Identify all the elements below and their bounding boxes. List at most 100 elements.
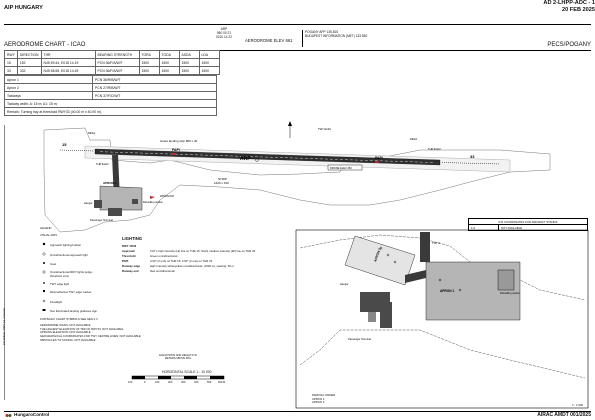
left-margin-rule	[4, 125, 5, 400]
drone-elev-box	[327, 164, 363, 171]
hungarocontrol-logo-icon	[5, 414, 12, 417]
table-row: 33 332 N45 58.55, E018 14.49 PCN 36/F/A/…	[4, 66, 220, 75]
terminal-label: Passenger Terminal	[90, 218, 113, 222]
cell: 1500	[198, 66, 220, 75]
legend-item: Approach lighting/marker	[50, 243, 82, 247]
scale-tick: 400	[194, 381, 199, 384]
inset-apron-1-label: APRON 1	[440, 289, 454, 293]
lighting-value: CAT 1 high intensity (HI) line on THR 15…	[150, 249, 256, 253]
footer-amendment: AIRAC AMDT 001/2025	[537, 412, 591, 418]
footer-rule	[4, 411, 591, 412]
passenger-terminal	[108, 208, 122, 216]
refuelling-station	[132, 199, 138, 204]
parking-row: APRON 2	[312, 400, 325, 405]
lighting-key: Approach	[122, 249, 136, 253]
inset-scale: 1 : 2 000	[572, 403, 583, 407]
runway-table: RWY DIRECTION THR BEARING STRENGTH TORA …	[4, 50, 220, 75]
apron-1-label: APRON 1	[103, 181, 117, 185]
lighting-key: Runway edge	[122, 264, 141, 268]
remark-line: THE HIGHEST ELEVATION OF TDZ OF RWY33: N…	[40, 326, 124, 331]
frequency-row: POGANY APP 135.815	[305, 30, 339, 34]
title-rule	[4, 50, 591, 51]
cell: Remark: Turning bay at threshold RWY33 (…	[4, 107, 217, 116]
chart-date: 20 FEB 2025	[562, 6, 595, 13]
windsock-label: WINDSOCK	[160, 194, 175, 198]
inset-hangar-label: Hangar	[340, 282, 349, 286]
resa-label: RESA	[410, 137, 417, 141]
remark-line: GEOGRAPHICAL COORDINATES FOR TWY CENTRE …	[40, 334, 141, 339]
scale-tick: 100	[155, 381, 160, 384]
lighting-key: Runway end	[122, 269, 139, 273]
lighting-value: Red omnidirectional	[150, 269, 175, 273]
windsock-symbol	[150, 196, 155, 199]
parking-order: PARKING ORDER APRON 1 APRON 2	[312, 393, 336, 405]
lighting-value: Green omnidirectional	[150, 254, 178, 258]
legend-item: Inset	[50, 262, 57, 266]
papi-15-label: PAPI	[172, 148, 180, 152]
aip-title: AIP HUNGARY	[4, 5, 43, 11]
legend-title: LEGEND	[40, 226, 52, 230]
arp-box-lat: 560 00 21	[216, 30, 232, 35]
inset-terminal-label: Passenger Terminal	[348, 337, 371, 341]
frequency-row: BUDAPEST INFORMATION (MET) 133.550	[305, 34, 368, 39]
lighting-title: LIGHTING	[122, 236, 143, 241]
scale-tick: 300	[181, 381, 186, 384]
papi-15	[172, 153, 176, 155]
chart-code: AD 2-LHPP-ADC - 1	[543, 0, 595, 6]
hangar-label: Hangar	[84, 201, 93, 205]
drone-elev-label: DRONE ELEV 252	[330, 166, 352, 170]
runway-33-label: 33	[470, 154, 475, 159]
legend-item: Retroreflective TWY edge marker	[50, 290, 92, 294]
table-row: 15 152 N45 59.44, E018 14.19 PCN 36/F/A/…	[4, 58, 220, 67]
parking-row: APRON 1	[312, 396, 325, 401]
thr-elev-label: THR ELEV	[96, 162, 109, 166]
legend-subtitle: VISUAL AIDS	[40, 233, 57, 237]
inset-refuel-label: Refuelling station	[500, 291, 520, 295]
legend-item: Non illuminated landing guidance sign	[50, 309, 98, 313]
north-arrow	[288, 121, 292, 138]
inset-apron-2-label: APRON 2	[373, 247, 382, 262]
lighting-value: High intensity white/yellow omnidirectio…	[150, 264, 234, 268]
parking-title: PARKING ORDER	[312, 393, 336, 397]
arp-label: ARP	[240, 156, 251, 162]
papi-33	[375, 161, 379, 163]
remark-line: OBSTACLES TO TAXIING: NOT AVAILABLE	[40, 337, 96, 342]
legend-item: Omnidirectional RWY lights (edge, thresh…	[50, 270, 93, 278]
header-rule	[4, 24, 591, 25]
lighting-key: PAPI	[122, 259, 129, 263]
remark-line: APRONS ELEVATION: NOT AVAILABLE	[40, 330, 91, 335]
lighting-value: 3.00° (2 unit) on THR 15; 3.00° (2 unit)…	[150, 259, 213, 263]
arp-coordinates-box: ARP 560 00 21 0210 14 22	[210, 27, 238, 40]
elevation-note: ELEVATIONS AND HEIGHTS IN METERS ABOVE M…	[159, 354, 197, 361]
refuel-label: Refuelling station	[143, 200, 163, 204]
legend-symbols	[42, 242, 46, 311]
legend-item: Floodlight	[50, 300, 63, 304]
lighting-key: Threshold	[122, 254, 136, 258]
aerodrome-name: PECS/POGANY	[547, 42, 591, 48]
scale-tick: 0	[144, 381, 146, 384]
papi-33-label: PAPI	[375, 156, 383, 160]
approach-lights-33	[441, 162, 501, 165]
aerodrome-boundary	[43, 127, 551, 233]
scale-tick: 600 M	[218, 381, 226, 384]
arp-box-label: ARP	[220, 27, 228, 31]
legend-item: TWY edge light	[50, 282, 70, 286]
arp-marker	[255, 158, 259, 162]
twy-elev-label: TWY ELEV	[318, 127, 331, 131]
scale-tick: 500	[207, 381, 212, 384]
scale-tick: 100	[128, 381, 133, 384]
strip-dims-label: 1620 x 150	[214, 181, 229, 185]
approach-lights-15	[59, 149, 95, 152]
cell: NOT AVAILABLE	[498, 224, 588, 231]
chart-title: AERODROME CHART - ICAO	[4, 42, 86, 48]
runway-15-label: 15	[62, 142, 67, 147]
remark-line: FOR BASIC CHART SYMBOLS SEE GEN 2.3	[40, 317, 98, 321]
cell: 1-6	[468, 224, 499, 231]
inset-apron-map: APRON 1 APRON 2 Hangar Passenger Termina…	[295, 229, 589, 409]
chart-reference: AD 2-LHPP-ADC - 1 20 FEB 2025	[0, 0, 595, 14]
table-row: Remark: Turning bay at threshold RWY33 (…	[4, 107, 217, 116]
